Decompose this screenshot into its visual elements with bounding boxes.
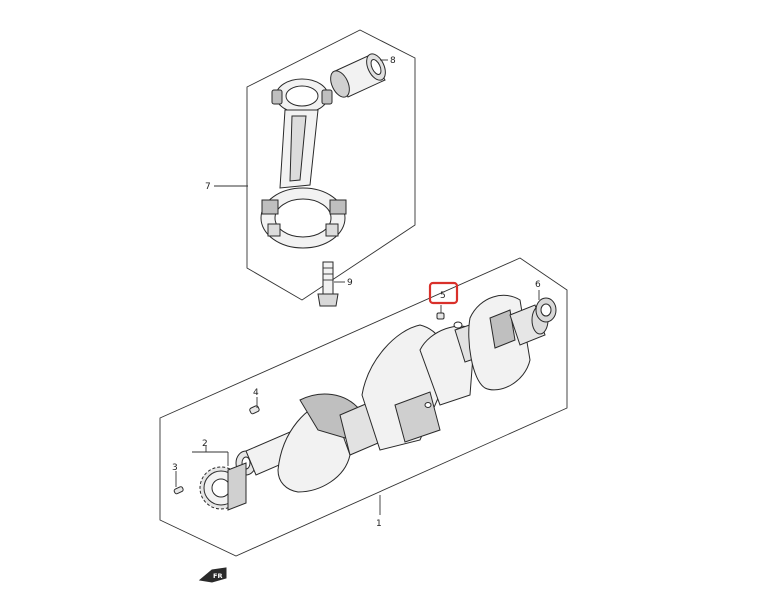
callout-3: 3 <box>172 463 178 473</box>
pin-part <box>436 312 445 320</box>
callout-5-highlight <box>428 281 459 305</box>
gear-key-part <box>173 486 184 495</box>
front-direction-marker: FR <box>198 567 227 583</box>
callout-9: 9 <box>347 278 353 288</box>
arrow-left-icon <box>198 567 227 583</box>
front-direction-label: FR <box>213 572 222 580</box>
piston-pin-part <box>330 53 386 98</box>
crank-timing-gear-part <box>199 462 247 511</box>
callout-4: 4 <box>253 388 259 398</box>
callout-7: 7 <box>205 182 211 192</box>
connecting-rod-bolt-part <box>317 261 339 307</box>
bearing-part <box>535 297 557 323</box>
crankshaft-frame <box>159 257 568 557</box>
connecting-rod-frame <box>246 29 416 301</box>
callout-2: 2 <box>202 439 208 449</box>
dowel-pin-part <box>249 405 260 415</box>
callout-8: 8 <box>390 56 396 66</box>
callout-6: 6 <box>535 280 541 290</box>
leader-lines <box>175 59 540 515</box>
callout-5: 5 <box>440 291 446 301</box>
callout-1: 1 <box>376 519 382 529</box>
crankshaft-part <box>235 294 549 493</box>
connecting-rod-part <box>260 78 347 249</box>
